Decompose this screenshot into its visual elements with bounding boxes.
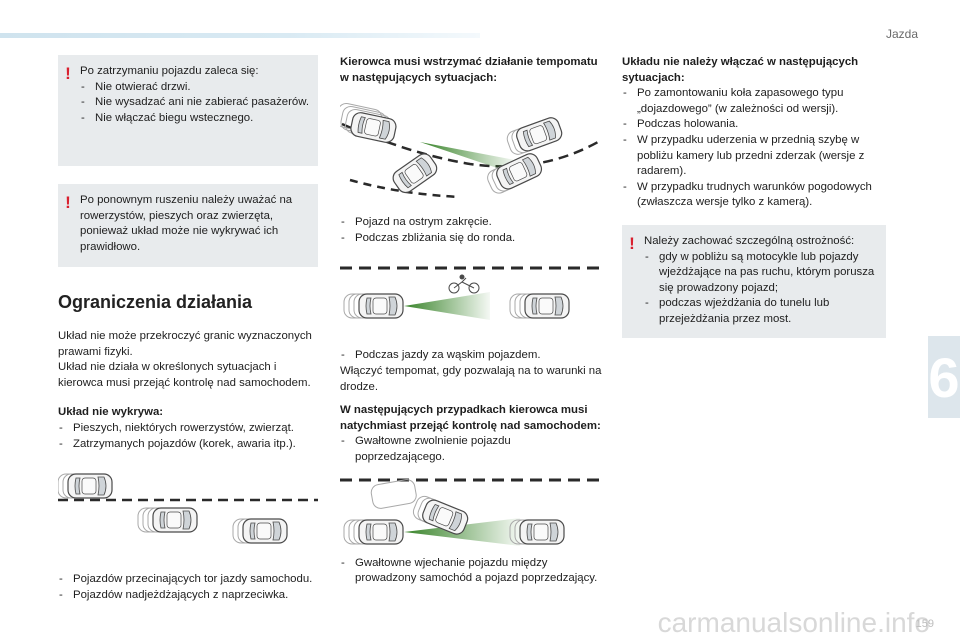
list-item: Podczas holowania. — [622, 117, 886, 133]
illustration-cut-in — [340, 477, 602, 546]
list-item: Gwałtowne wjechanie pojazdu między prowa… — [340, 556, 602, 587]
warning-list: Nie otwierać drzwi. Nie wysadzać ani nie… — [80, 80, 310, 127]
list-item: W przypadku trudnych warunków pogodowych… — [622, 180, 886, 211]
warning-intro: Należy zachować szczególną ostrożność: — [644, 234, 855, 247]
bend-list: Pojazd na ostrym zakręcie. Podczas zbliż… — [340, 215, 602, 246]
paragraph-limits: Układ nie działa w określonych sytuacjac… — [58, 361, 311, 389]
section-title-disable: Układu nie należy włączać w następującyc… — [622, 56, 859, 84]
list-item: Pojazd na ostrym zakręcie. — [340, 215, 602, 231]
list-item: Po zamontowaniu koła zapasowego typu „do… — [622, 86, 886, 117]
vehicles-list: Pojazdów przecinających tor jazdy samoch… — [58, 572, 318, 603]
list-item: Zatrzymanych pojazdów (korek, awaria itp… — [58, 437, 318, 453]
warning-list: gdy w pobliżu są motocykle lub pojazdy w… — [644, 250, 878, 328]
column-middle: Kierowca musi wstrzymać działanie tempom… — [340, 55, 602, 587]
paragraph-physics: Układ nie może przekroczyć granic wyznac… — [58, 330, 312, 358]
chapter-number-tab: 6 — [928, 336, 960, 418]
list-item: W przypadku uderzenia w przednią szybę w… — [622, 133, 886, 180]
watermark: carmanualsonline.info — [657, 607, 930, 638]
warning-box-caution: ! Należy zachować szczególną ostrożność:… — [622, 224, 886, 338]
illustration-narrow-vehicle — [340, 266, 602, 321]
warning-box-stopped: ! Po zatrzymaniu pojazdu zaleca się: Nie… — [58, 55, 318, 166]
list-item: Nie włączać biegu wstecznego. — [80, 111, 310, 127]
list-item: Pojazdów nadjeżdżających z naprzeciwka. — [58, 588, 318, 604]
warning-box-restart: ! Po ponownym ruszeniu należy uważać na … — [58, 184, 318, 267]
slowdown-list: Gwałtowne zwolnienie pojazdu poprzedzają… — [340, 434, 602, 465]
warning-intro: Po zatrzymaniu pojazdu zaleca się: — [80, 65, 259, 77]
column-right: Układu nie należy włączać w następującyc… — [622, 55, 886, 338]
list-item: Podczas zbliżania się do ronda. — [340, 231, 602, 247]
warning-exclamation-icon: ! — [629, 233, 635, 253]
header-accent-bar — [0, 33, 480, 38]
narrow-list: Podczas jazdy za wąskim pojazdem. — [340, 348, 602, 364]
warning-exclamation-icon: ! — [65, 64, 71, 83]
column-left: ! Po zatrzymaniu pojazdu zaleca się: Nie… — [58, 55, 318, 603]
list-item: Nie wysadzać ani nie zabierać pasażerów. — [80, 95, 310, 111]
section-heading: Ograniczenia działania — [58, 292, 253, 312]
warning-exclamation-icon: ! — [65, 193, 71, 212]
chapter-title: Jazda — [885, 27, 918, 41]
not-detect-title: Układ nie wykrywa: — [58, 406, 164, 419]
list-item: Pieszych, niektórych rowerzystów, zwierz… — [58, 421, 318, 437]
list-item: Pojazdów przecinających tor jazdy samoch… — [58, 572, 318, 588]
illustration-oncoming-crossing — [58, 473, 318, 544]
cut-in-list: Gwałtowne wjechanie pojazdu między prowa… — [340, 556, 602, 587]
list-item: podczas wjeżdżania do tunelu lub przejeż… — [644, 296, 878, 327]
cyclist-icon — [448, 274, 480, 294]
page-number: 159 — [915, 618, 934, 630]
paragraph-enable: Włączyć tempomat, gdy pozwalają na to wa… — [340, 364, 602, 393]
list-item: gdy w pobliżu są motocykle lub pojazdy w… — [644, 250, 878, 297]
list-item: Podczas jazdy za wąskim pojazdem. — [340, 348, 602, 364]
list-item: Gwałtowne zwolnienie pojazdu poprzedzają… — [340, 434, 602, 465]
list-item: Nie otwierać drzwi. — [80, 80, 310, 96]
not-detect-list: Pieszych, niektórych rowerzystów, zwierz… — [58, 421, 318, 452]
section-title-takeover: W następujących przypadkach kierowca mus… — [340, 404, 601, 432]
illustration-sharp-bend — [340, 102, 599, 199]
section-title-cruise: Kierowca musi wstrzymać działanie tempom… — [340, 56, 598, 84]
warning-text: Po ponownym ruszeniu należy uważać na ro… — [80, 194, 293, 253]
disable-list: Po zamontowaniu koła zapasowego typu „do… — [622, 86, 886, 211]
